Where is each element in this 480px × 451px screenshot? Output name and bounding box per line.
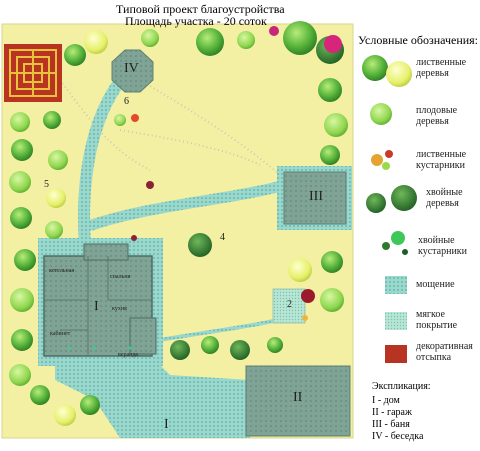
explication-title: Экспликация: — [372, 381, 431, 392]
label-garage: II — [293, 390, 303, 405]
decor-maze — [4, 44, 62, 102]
label-area-4: 4 — [220, 232, 225, 243]
label-house: I — [94, 299, 99, 314]
legend-icons — [362, 55, 417, 363]
sauna-structure — [283, 171, 347, 225]
legend-label-conifer-trees: хвойные деревья — [426, 187, 463, 209]
garage-structure — [245, 365, 351, 437]
gazebo-structure — [111, 49, 154, 93]
explication-item-gazebo: IV - беседка — [372, 431, 424, 442]
legend-label-deciduous-shrubs: лиственные кустарники — [416, 149, 467, 171]
vegetation — [9, 21, 348, 426]
room-label-1: котельная — [49, 268, 75, 274]
label-area-5: 5 — [44, 179, 49, 190]
room-label-5: веранда — [118, 352, 139, 358]
label-sauna: III — [309, 189, 323, 204]
legend-label-conifer-shrubs: хвойные кустарники — [418, 235, 467, 257]
legend-label-soft-cover: мягкое покрытие — [416, 309, 458, 331]
label-drive: I — [164, 417, 169, 432]
label-soft-cover-2: 2 — [287, 299, 292, 310]
page-subtitle: Площадь участка - 20 соток — [125, 14, 267, 28]
page-title: Типовой проект благоустройства — [116, 2, 285, 16]
legend-label-paving: мощение — [416, 279, 455, 290]
label-area-6: 6 — [124, 96, 129, 107]
soft-cover-pad — [272, 288, 306, 324]
legend-label-decor-fill: декоративная отсыпка — [416, 341, 473, 363]
legend-title: Условные обозначения: — [358, 33, 479, 47]
legend-label-fruit-trees: плодовые деревья — [416, 105, 458, 127]
explication-item-sauna: III - баня — [372, 419, 410, 430]
legend-label-deciduous-trees: лиственные деревья — [416, 57, 467, 79]
house-structure — [43, 243, 157, 357]
room-label-4: кабинет — [50, 331, 71, 337]
dotted-tracks — [59, 79, 281, 176]
room-label-3: кухня — [112, 306, 127, 312]
room-label-2: спальня — [110, 274, 131, 280]
explication-item-house: I - дом — [372, 395, 400, 406]
label-gazebo: IV — [124, 61, 139, 76]
driveway — [55, 355, 250, 438]
explication-item-garage: II - гараж — [372, 407, 412, 418]
